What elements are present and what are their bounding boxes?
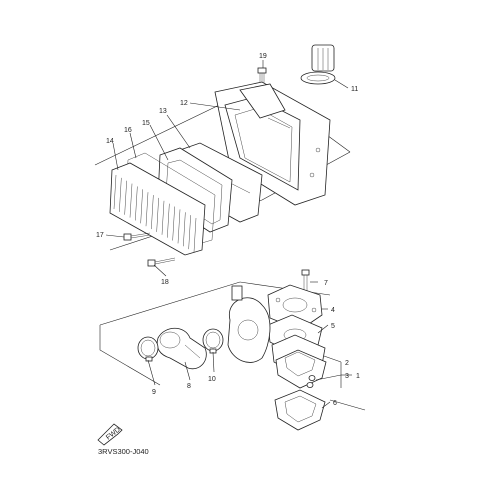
fwd-label: FWD xyxy=(105,426,122,441)
drawing-code: 3RVS300-J040 xyxy=(98,447,149,456)
clamp-part-10 xyxy=(202,328,224,354)
callout-19: 19 xyxy=(259,53,267,60)
filter-hatch-line xyxy=(145,192,149,227)
reed-valve-part-1 xyxy=(271,334,327,389)
filter-hatch-line xyxy=(156,197,159,232)
filter-hatch-line xyxy=(140,189,143,224)
bolt-part-17 xyxy=(123,232,151,241)
callout-10: 10 xyxy=(208,376,216,383)
bolt-part-18 xyxy=(147,257,176,267)
callout-12: 12 xyxy=(180,100,188,107)
filter-element-part-14 xyxy=(109,162,206,256)
filter-hatch-line xyxy=(129,183,133,218)
intake-duct-part-11 xyxy=(300,44,336,85)
carb-plate xyxy=(227,285,271,363)
filter-hatch-line xyxy=(183,212,186,247)
air-cleaner-case-part-12 xyxy=(214,81,331,206)
callout-labels: 19 11 12 13 15 16 14 17 18 7 4 5 2 1 3 6… xyxy=(96,53,360,407)
leader-lines xyxy=(105,60,352,409)
clamp-part-9 xyxy=(137,336,159,362)
callout-5: 5 xyxy=(331,323,335,330)
callout-7: 7 xyxy=(324,280,328,287)
filter-hatch-line xyxy=(177,209,181,244)
callout-6: 6 xyxy=(333,400,337,407)
filter-hatch-line xyxy=(172,206,175,241)
callout-11: 11 xyxy=(351,86,358,93)
filter-hatch-line xyxy=(188,215,191,250)
callout-3: 3 xyxy=(345,373,349,380)
base-gasket-part-6 xyxy=(274,389,326,431)
filter-hatch-line xyxy=(135,186,138,221)
joint-part-8 xyxy=(156,327,207,370)
manifold-part-4 xyxy=(267,284,323,331)
fwd-arrow-icon: FWD xyxy=(97,423,123,446)
callout-15: 15 xyxy=(142,120,150,127)
callout-14: 14 xyxy=(106,138,114,145)
filter-hatch-line xyxy=(124,180,127,215)
callout-1: 1 xyxy=(356,373,360,380)
callout-2: 2 xyxy=(345,360,349,367)
filter-hatch-line xyxy=(167,203,170,238)
callout-9: 9 xyxy=(152,389,156,396)
filter-hatch-line xyxy=(151,195,154,230)
filter-hatch-line xyxy=(119,177,122,212)
callout-8: 8 xyxy=(187,383,191,390)
callout-13: 13 xyxy=(159,108,167,115)
callout-17: 17 xyxy=(96,232,104,239)
callout-4: 4 xyxy=(331,307,335,314)
callout-16: 16 xyxy=(124,127,132,134)
filter-hatch-line xyxy=(161,200,165,235)
filter-hatch-line xyxy=(193,217,197,253)
callout-18: 18 xyxy=(161,279,169,286)
filter-hatch-line xyxy=(113,174,117,210)
